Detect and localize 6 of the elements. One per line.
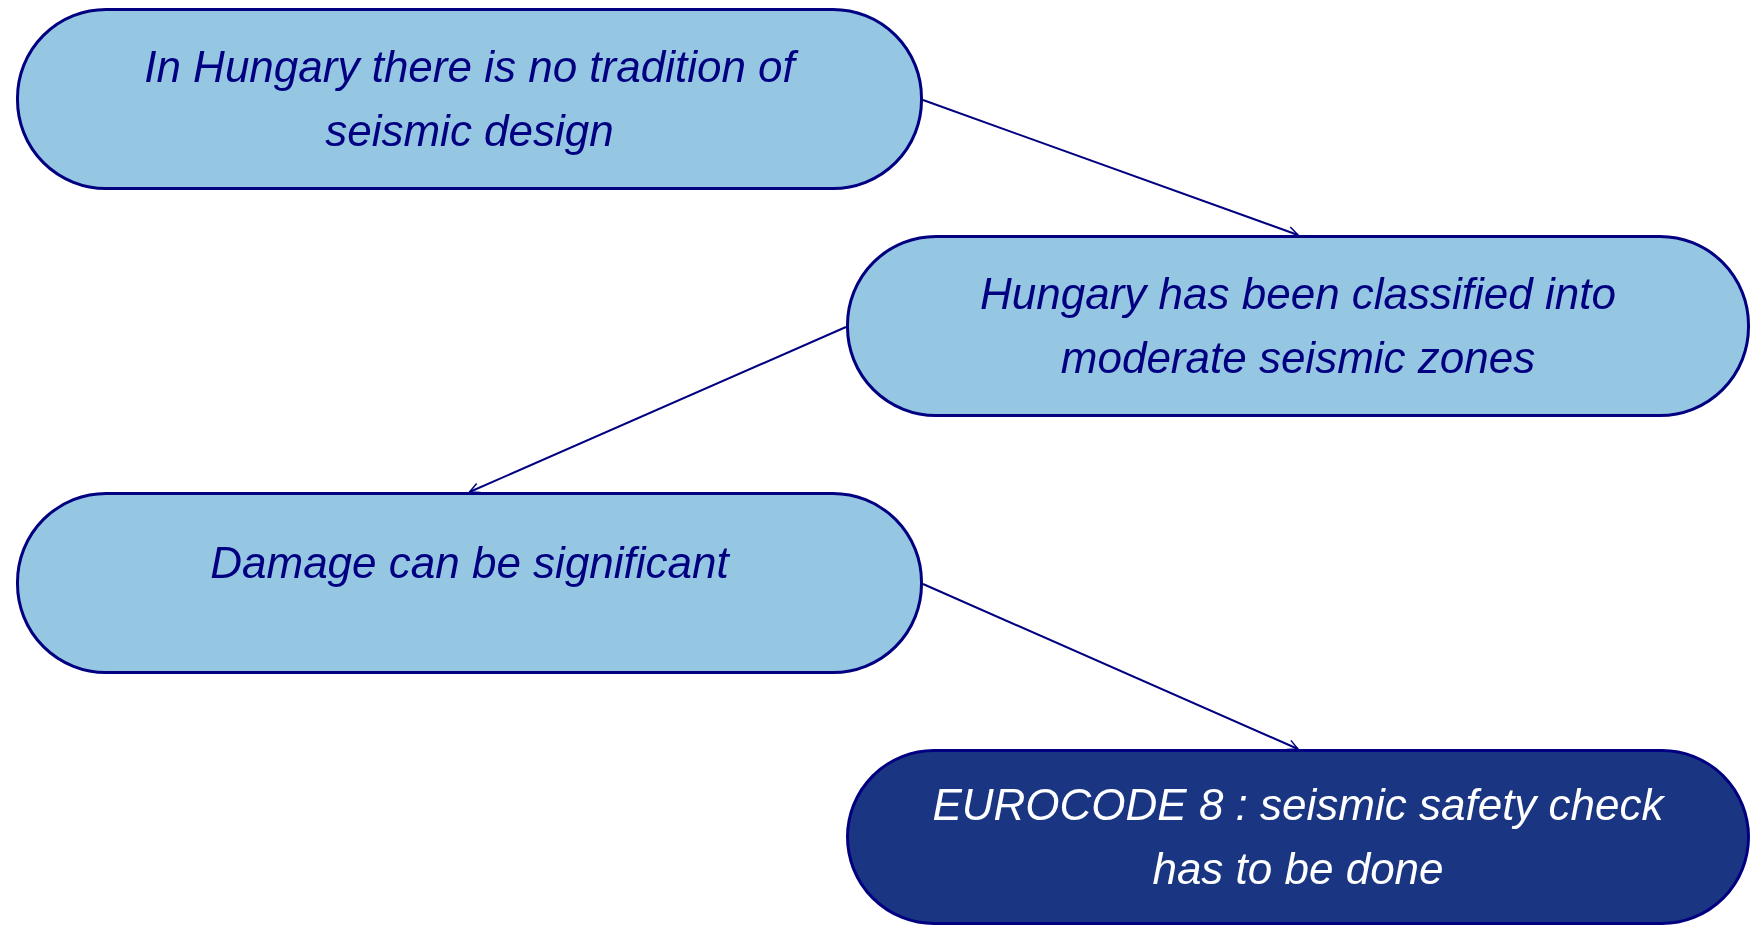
box-text: Damage can be significant: [210, 537, 729, 589]
arrow: [468, 326, 847, 494]
box-text: In Hungary there is no tradition of seismic design: [83, 35, 856, 163]
arrow: [922, 583, 1299, 751]
box-text: EUROCODE 8 : seismic safety check has to be done: [931, 779, 1666, 895]
box-text: Hungary has been classified into moderate seismic zones: [979, 268, 1617, 384]
